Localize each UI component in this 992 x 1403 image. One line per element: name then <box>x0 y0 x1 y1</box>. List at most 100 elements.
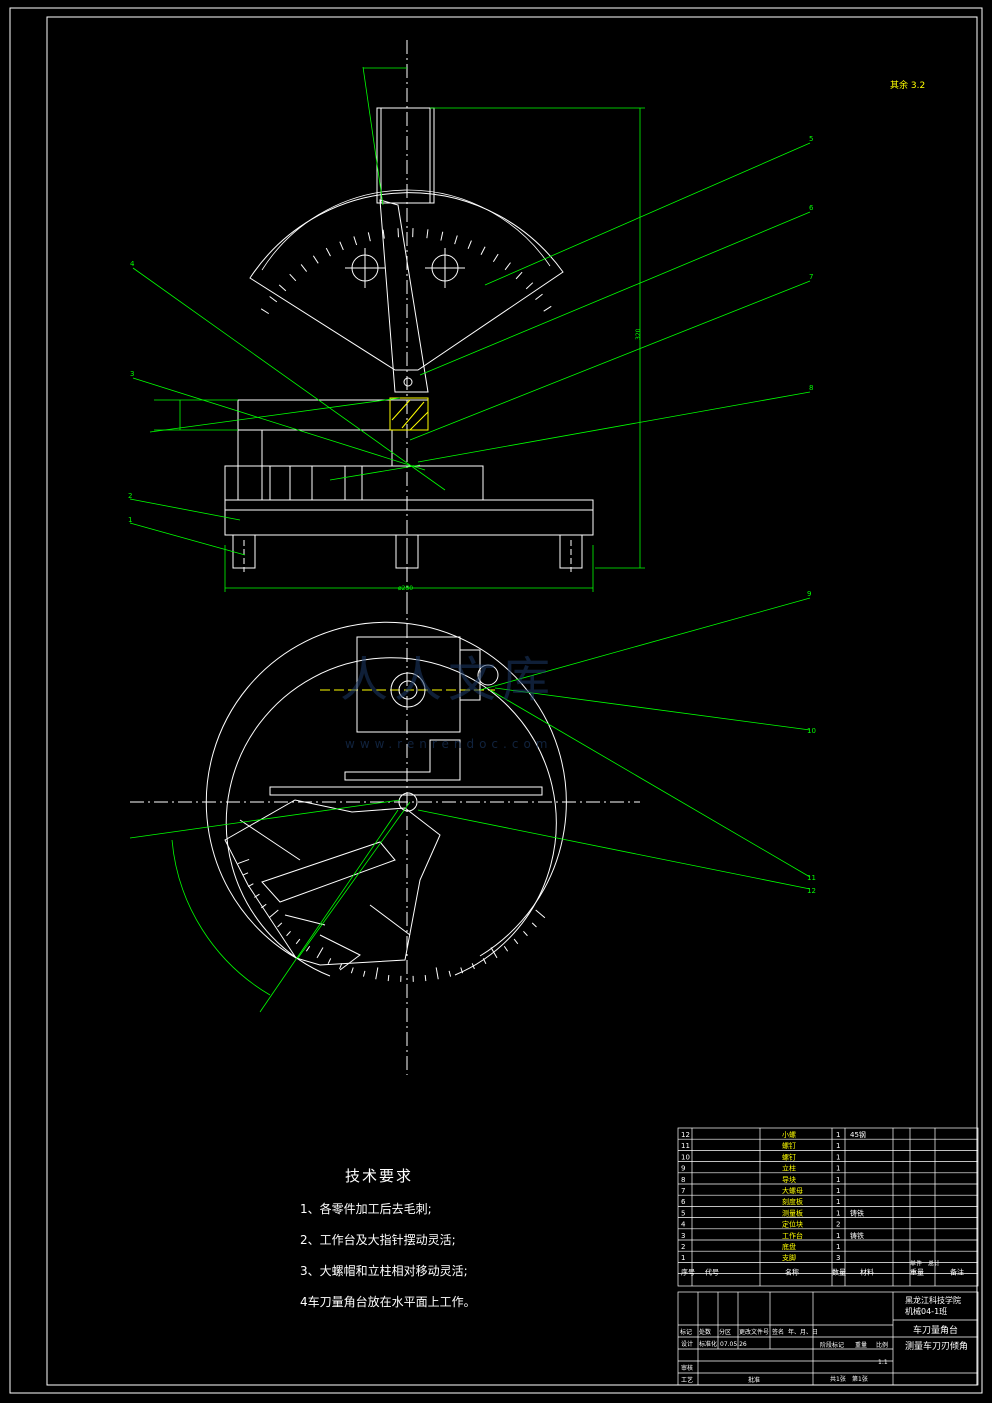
tb-label: 签名 <box>772 1328 784 1336</box>
scale-tick <box>535 293 543 301</box>
scale-tick <box>367 232 371 242</box>
outer-border <box>9 7 983 1394</box>
tb-label: 分区 <box>719 1328 731 1336</box>
scale-tick <box>426 229 429 239</box>
scale-tick <box>454 235 458 245</box>
bom-header: 重量 <box>910 1268 924 1276</box>
dial-tick <box>339 963 343 970</box>
svg-text:320: 320 <box>635 328 642 340</box>
dial-tick <box>535 909 546 919</box>
tb-scale-label: 比例 <box>876 1341 888 1349</box>
inner-border <box>46 16 978 1386</box>
scale-tick <box>289 273 297 282</box>
scale-tick <box>467 240 472 250</box>
dial-tick <box>513 938 519 945</box>
svg-text:5: 5 <box>809 135 813 143</box>
bom-material: 45钢 <box>850 1130 866 1139</box>
tb-sheets-total: 共1张 <box>830 1375 846 1383</box>
dial-tick <box>531 922 537 928</box>
scale-tick <box>300 264 308 272</box>
front-view <box>224 40 594 600</box>
bom-no: 2 <box>681 1243 685 1251</box>
tb-label: 更改文件号 <box>739 1328 769 1336</box>
svg-text:12: 12 <box>807 887 816 895</box>
bom-name: 工作台 <box>782 1231 803 1240</box>
scale-tick <box>504 262 511 271</box>
technical-requirements: 技术要求 1、各零件加工后去毛刺; 2、工作台及大指针摆动灵活; 3、大螺帽和立… <box>300 1165 550 1310</box>
bom-qty: 1 <box>836 1209 840 1217</box>
scale-tick <box>515 271 523 280</box>
dial-tick <box>523 930 528 937</box>
svg-text:6: 6 <box>809 204 814 212</box>
tb-design-date: 07.05.26 <box>720 1341 747 1348</box>
bom-name: 螺钉 <box>782 1152 796 1161</box>
tb-review: 审核 <box>681 1364 693 1372</box>
dial-tick <box>277 922 283 928</box>
school-name: 黑龙江科技学院 <box>905 1295 961 1305</box>
bom-header-extra: 总计 <box>928 1259 940 1267</box>
tech-item: 4车刀量角台放在水平面上工作。 <box>300 1295 476 1309</box>
scale-tick <box>312 255 319 264</box>
bom-header: 材料 <box>860 1267 874 1276</box>
bom-qty: 1 <box>836 1153 840 1161</box>
bom-no: 9 <box>681 1165 685 1173</box>
scale-tick <box>278 284 287 292</box>
bom-name: 刻度板 <box>782 1197 803 1206</box>
watermark-url: www.renrendoc.com <box>345 737 553 751</box>
bom-name: 底盘 <box>782 1242 796 1251</box>
svg-text:11: 11 <box>807 874 816 882</box>
dial-tick <box>350 967 354 974</box>
tb-label: 处数 <box>699 1328 711 1336</box>
svg-text:3: 3 <box>130 370 134 378</box>
dial-tick <box>242 872 249 876</box>
scale-tick <box>339 241 344 251</box>
tb-sheet-no: 第1张 <box>852 1375 868 1383</box>
bom-qty: 1 <box>836 1187 840 1195</box>
dial-tick <box>305 945 311 952</box>
bom-qty: 1 <box>836 1198 840 1206</box>
bom-material: 铸铁 <box>850 1231 864 1240</box>
svg-text:2: 2 <box>128 492 132 500</box>
front-dims <box>129 66 811 592</box>
title-block <box>677 1127 979 1386</box>
svg-text:ø230: ø230 <box>398 585 413 592</box>
svg-text:1: 1 <box>128 516 132 524</box>
dial-tick <box>490 947 498 959</box>
dial-tick <box>237 858 250 865</box>
bom-qty: 2 <box>836 1221 840 1229</box>
dial-tick <box>482 958 487 965</box>
scale-tick <box>260 308 270 315</box>
top-view <box>130 600 640 1075</box>
tech-item: 1、各零件加工后去毛刺; <box>300 1202 432 1216</box>
bom-name: 小螺 <box>782 1130 796 1139</box>
bom-name: 立柱 <box>782 1164 796 1173</box>
dial-tick <box>471 963 475 970</box>
dial-tick <box>435 967 439 980</box>
bom-qty: 1 <box>836 1142 840 1150</box>
bom-name: 螺钉 <box>782 1141 796 1150</box>
dial-tick <box>316 947 324 959</box>
bom-name: 测量板 <box>782 1208 803 1217</box>
bom-header: 序号 <box>681 1267 695 1276</box>
tech-title: 技术要求 <box>345 1167 414 1185</box>
tb-std: 标准化 <box>699 1340 717 1348</box>
bom-qty: 1 <box>836 1165 840 1173</box>
roughness-note: 其余 3.2 <box>890 79 925 91</box>
bom-material: 铸铁 <box>850 1208 864 1217</box>
bom-no: 10 <box>681 1153 690 1161</box>
svg-text:4: 4 <box>130 260 135 268</box>
bom-no: 4 <box>681 1221 686 1229</box>
tech-item: 3、大螺帽和立柱相对移动灵活; <box>300 1264 468 1278</box>
drawing-subtitle: 测量车刀刃倾角 <box>905 1340 968 1352</box>
tb-scale: 1:1 <box>878 1359 888 1366</box>
bom-qty: 1 <box>836 1232 840 1240</box>
bom-no: 8 <box>681 1176 685 1184</box>
tb-approve: 批准 <box>748 1376 760 1384</box>
bom-no: 11 <box>681 1142 690 1150</box>
top-dims <box>129 597 811 1013</box>
bom-name: 导块 <box>782 1175 796 1184</box>
scale-tick <box>492 253 499 263</box>
scale-tick <box>480 246 486 255</box>
bom-qty: 3 <box>836 1254 840 1262</box>
svg-text:7: 7 <box>809 273 813 281</box>
